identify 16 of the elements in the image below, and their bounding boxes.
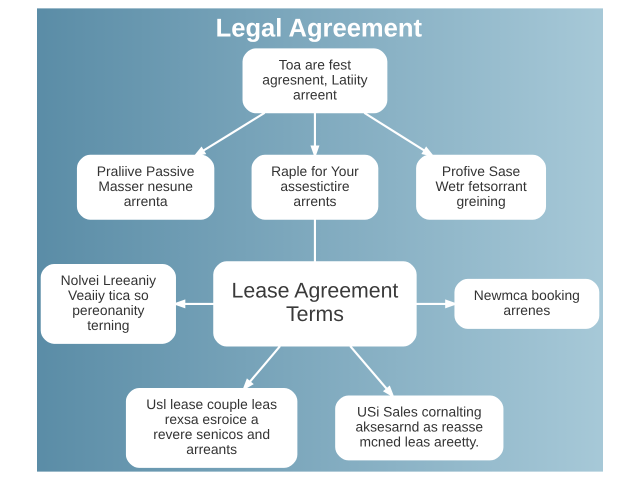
connector: [314, 219, 316, 262]
node-box: Praliive Passive Masser nesune arrenta: [76, 154, 214, 220]
diagram-title: Legal Agreement: [216, 14, 422, 42]
arrow: [172, 299, 214, 308]
arrow: [364, 112, 435, 158]
node-box: Usl lease couple leas rexsa esroice a revere senicos and arreants: [126, 388, 298, 468]
node-box: Toa are fest agresnent, Latiity arreent: [242, 48, 388, 114]
arrow: [193, 112, 266, 157]
node-box: Nolvei Lreeaniy Veaiiy tica so pereonanity terning: [40, 264, 176, 344]
node-box: USi Sales cornalting aksesarnd as reasse mcned leas areetty.: [335, 395, 504, 460]
node-box: Profive Sase Wetr fetsorrant greining: [416, 154, 546, 220]
arrow: [349, 346, 395, 398]
node-box: Lease Agreement Terms: [213, 261, 417, 346]
node-box: Raple for Your assestictire arrents: [252, 154, 378, 220]
arrow: [242, 346, 281, 391]
node-box: Newmca booking arrenes: [454, 278, 600, 329]
